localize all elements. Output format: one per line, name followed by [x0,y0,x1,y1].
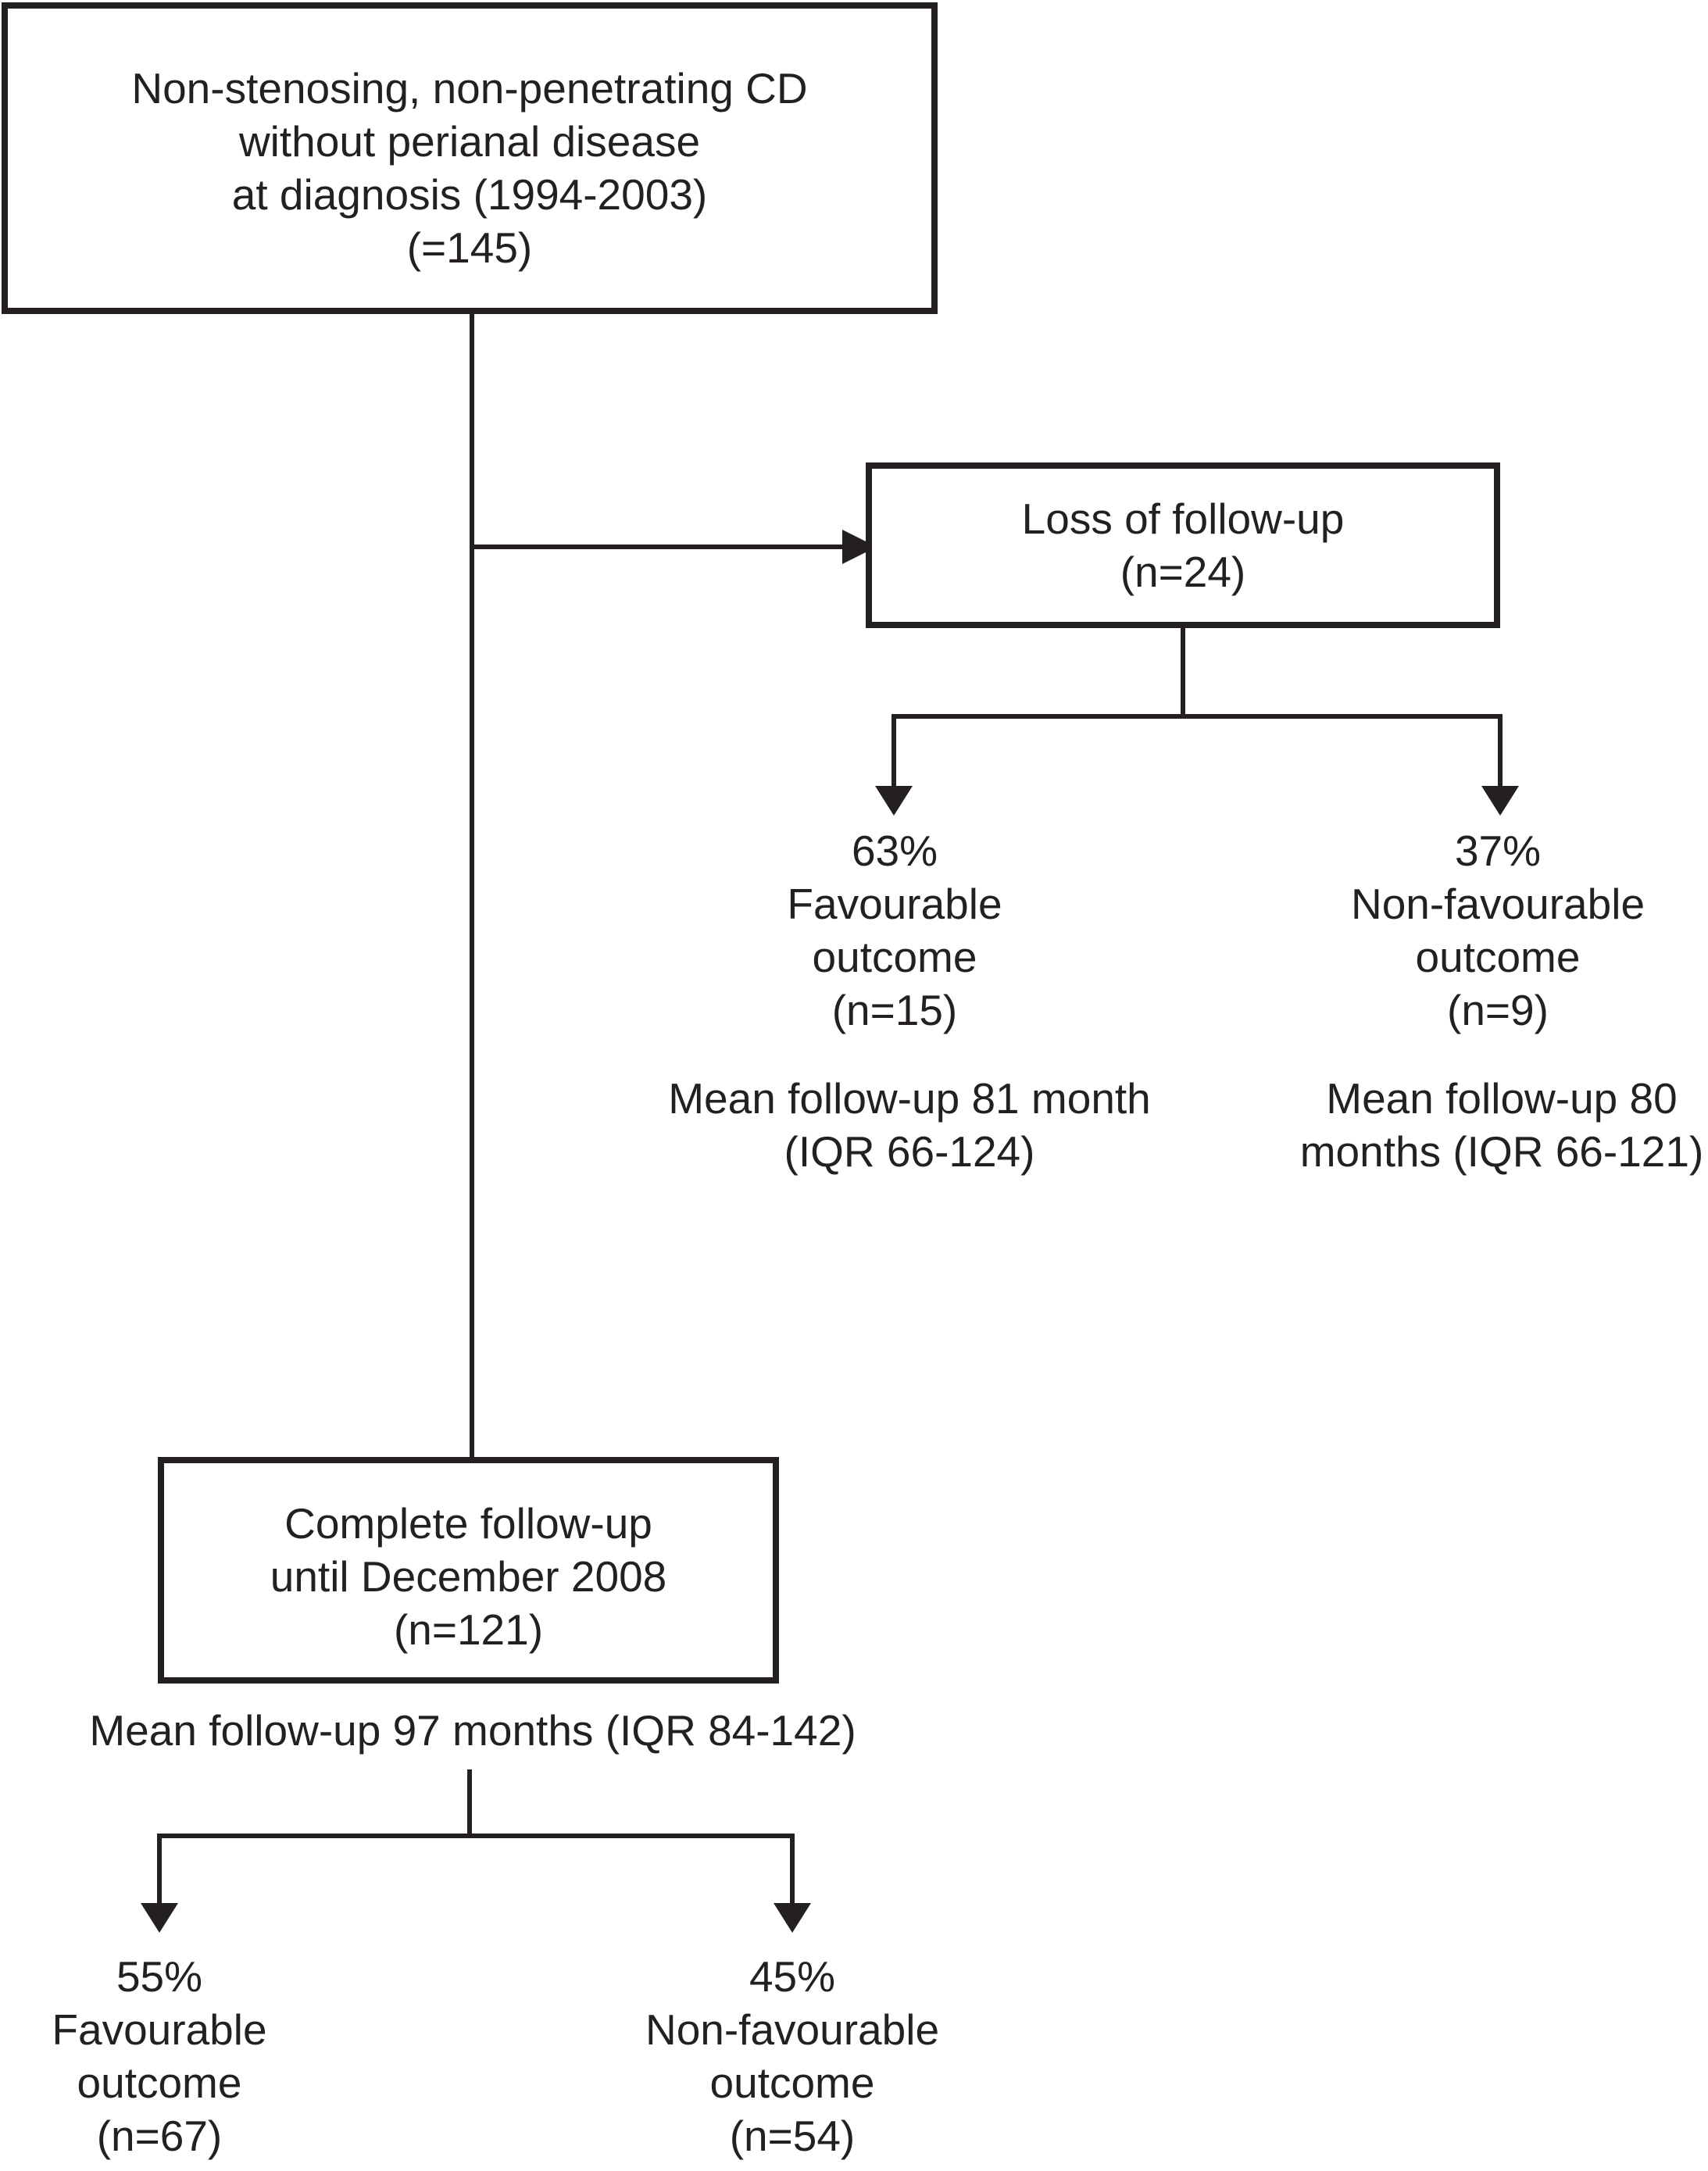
label-line: months (IQR 66-121) [1299,1127,1704,1176]
label-line: 63% [851,827,938,875]
connector-loss-nonfavourable-vertical [1498,717,1503,787]
connector-complete-nonfavourable-vertical [790,1837,795,1905]
node-complete-follow-up-box: Complete follow-up until December 2008 (… [158,1457,779,1684]
label-loss-favourable-mean-follow-up: Mean follow-up 81 month (IQR 66-124) [597,1072,1222,1178]
root-box-line: without perianal disease [238,116,701,166]
complete-box-line: until December 2008 [270,1552,667,1601]
loss-box-line: Loss of follow-up [1021,495,1345,543]
arrow-down-icon [1481,786,1519,816]
connector-trunk-vertical [470,312,474,1457]
complete-box-line: (n=121) [393,1605,544,1654]
label-loss-nonfavourable-outcome: 37% Non-favourable outcome (n=9) [1263,824,1708,1037]
arrow-down-icon [774,1903,811,1933]
label-line: (n=15) [831,986,958,1034]
label-line: 37% [1454,827,1542,875]
connector-complete-favourable-vertical [157,1837,162,1905]
label-line: Favourable [787,880,1002,928]
arrow-down-icon [141,1903,178,1933]
label-loss-nonfavourable-mean-follow-up: Mean follow-up 80 months (IQR 66-121) [1267,1072,1708,1178]
connector-complete-split-bar [157,1834,795,1838]
connector-loss-horizontal [472,545,844,549]
label-line: Non-favourable [1350,880,1645,928]
label-line: outcome [77,2059,242,2107]
label-line: (IQR 66-124) [784,1127,1035,1176]
label-line: Mean follow-up 81 month [668,1074,1151,1123]
root-box-line: Non-stenosing, non-penetrating CD [131,63,808,112]
arrow-down-icon [875,786,913,816]
label-line: outcome [812,933,977,981]
label-line: (n=54) [729,2112,856,2160]
label-line: Favourable [52,2005,267,2054]
label-line: 55% [116,1952,203,2001]
label-line: Mean follow-up 80 [1326,1074,1678,1123]
label-complete-favourable-outcome: 55% Favourable outcome (n=67) [3,1950,316,2162]
label-line: (n=9) [1447,986,1549,1034]
label-line: (n=67) [96,2112,223,2160]
label-complete-mean-follow-up: Mean follow-up 97 months (IQR 84-142) [82,1704,863,1757]
label-complete-nonfavourable-outcome: 45% Non-favourable outcome (n=54) [558,1950,1027,2162]
node-root-population-box: Non-stenosing, non-penetrating CD withou… [2,2,938,314]
connector-loss-favourable-vertical [892,717,896,787]
root-box-line: at diagnosis (1994-2003) [231,170,708,219]
label-line: outcome [709,2059,875,2107]
label-loss-favourable-outcome: 63% Favourable outcome (n=15) [660,824,1129,1037]
connector-loss-vertical [1181,627,1185,716]
root-box-line: (=145) [406,223,533,272]
label-line: Non-favourable [645,2005,940,2054]
label-line: 45% [749,1952,836,2001]
label-line: Mean follow-up 97 months (IQR 84-142) [89,1706,856,1755]
connector-loss-split-bar [892,714,1503,719]
connector-complete-vertical [467,1769,472,1836]
node-loss-of-follow-up-box: Loss of follow-up (n=24) [866,462,1500,628]
complete-box-line: Complete follow-up [284,1499,652,1548]
loss-box-line: (n=24) [1120,548,1246,596]
label-line: outcome [1415,933,1581,981]
